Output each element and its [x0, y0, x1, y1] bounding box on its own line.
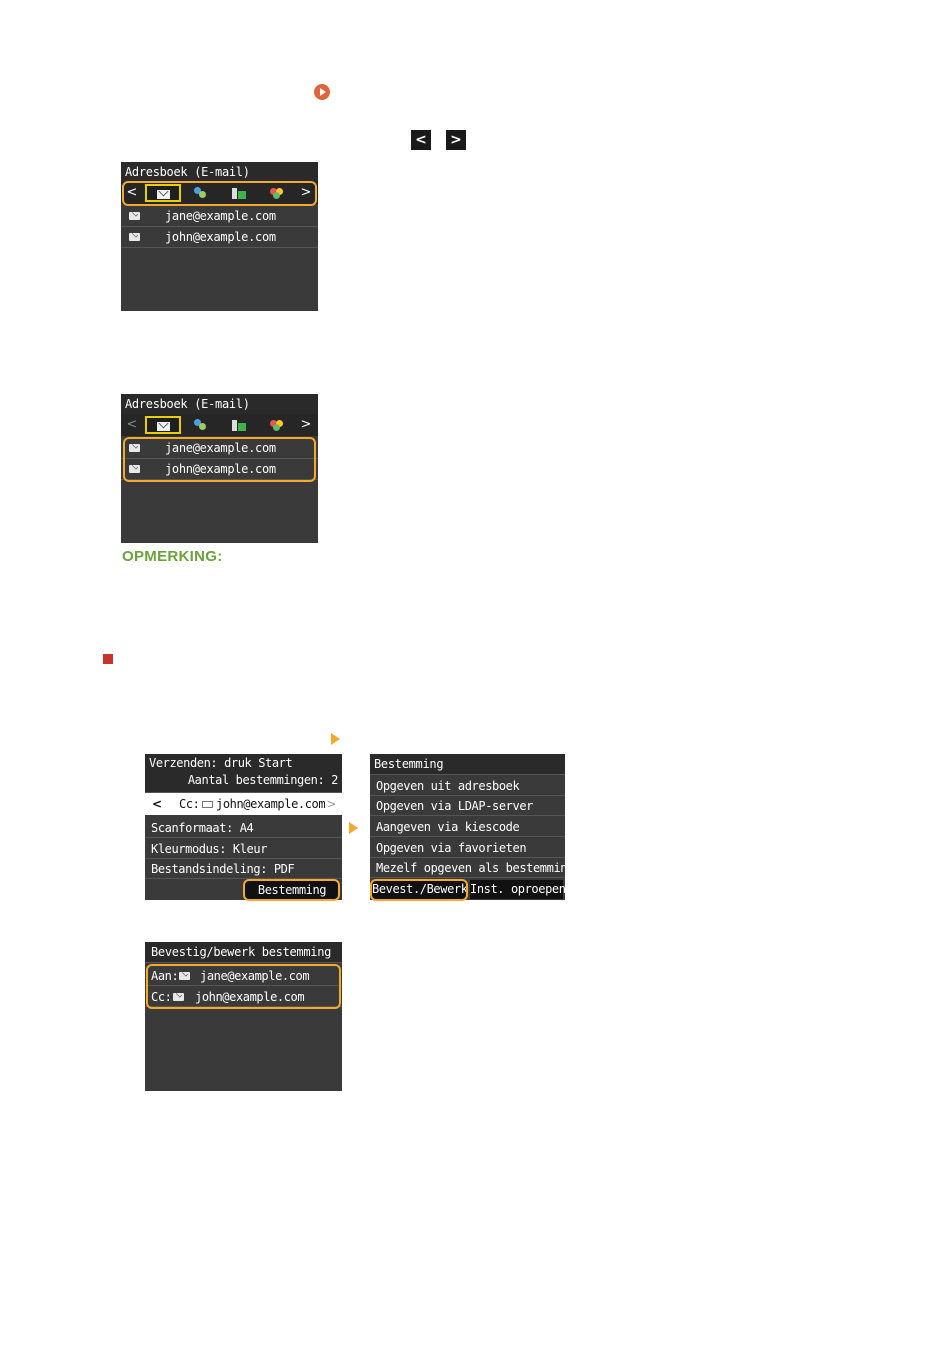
row-value: john@example.com — [195, 990, 305, 1004]
red-square-bullet — [103, 654, 113, 664]
row-value: jane@example.com — [200, 969, 310, 983]
tab-bar: < > — [121, 182, 318, 204]
tab-people[interactable] — [259, 416, 295, 434]
menu-item[interactable]: Aangeven via kiescode — [370, 817, 565, 837]
chevron-right-icon: > — [446, 130, 466, 150]
send-header: Verzenden: druk Start Aantal bestemminge… — [145, 754, 342, 793]
screen-title: Adresboek (E-mail) — [121, 394, 318, 415]
dest-next-button[interactable]: > — [326, 797, 336, 811]
confirm-destination-screen: Bevestig/bewerk bestemming Aan: jane@exa… — [145, 942, 342, 1091]
address-entry[interactable]: john@example.com — [121, 459, 318, 480]
fax-icon — [232, 188, 246, 199]
destination-row[interactable]: Cc: john@example.com — [145, 987, 342, 1007]
screen-title: Adresboek (E-mail) — [121, 162, 318, 183]
menu-item[interactable]: Opgeven via LDAP-server — [370, 796, 565, 816]
screen-title: Bevestig/bewerk bestemming — [145, 942, 342, 963]
entry-address: jane@example.com — [165, 441, 276, 455]
play-circle-icon — [314, 84, 330, 100]
tab-email[interactable] — [145, 184, 181, 202]
address-book-screen-2: Adresboek (E-mail) < > jane@example.com … — [121, 394, 318, 543]
menu-item[interactable]: Opgeven uit adresboek — [370, 776, 565, 796]
setting-row[interactable]: Kleurmodus: Kleur — [145, 839, 342, 859]
mail-icon — [129, 233, 140, 241]
note-label: OPMERKING: — [122, 548, 223, 565]
entry-address: john@example.com — [165, 462, 276, 476]
dest-prev-button[interactable]: < — [152, 797, 162, 811]
row-label: Cc: — [151, 990, 172, 1004]
send-status: Verzenden: druk Start — [149, 756, 293, 770]
setting-row[interactable]: Bestandsindeling: PDF — [145, 859, 342, 879]
confirm-edit-button[interactable]: Bevest./Bewerk — [372, 880, 468, 899]
entry-address: john@example.com — [165, 230, 276, 244]
tab-prev-button[interactable]: < — [126, 417, 138, 432]
tab-next-button[interactable]: > — [300, 185, 312, 200]
mail-icon — [156, 190, 170, 199]
address-book-screen-1: Adresboek (E-mail) < > jane@example.com … — [121, 162, 318, 311]
tab-fax[interactable] — [221, 416, 257, 434]
people-icon — [270, 419, 284, 431]
row-label: Aan: — [151, 969, 179, 983]
setting-row[interactable]: Scanformaat: A4 — [145, 818, 342, 838]
tab-group[interactable] — [183, 416, 219, 434]
menu-item[interactable]: Mezelf opgeven als bestemming — [370, 858, 565, 878]
mail-icon — [202, 801, 213, 808]
mail-icon — [173, 993, 184, 1001]
entry-address: jane@example.com — [165, 209, 276, 223]
destination-button[interactable]: Bestemming — [245, 881, 339, 899]
menu-item[interactable]: Opgeven via favorieten — [370, 838, 565, 858]
chevron-left-icon: < — [411, 130, 431, 150]
dest-label: Cc: — [179, 797, 200, 811]
tab-email[interactable] — [145, 416, 181, 434]
people-icon — [270, 187, 284, 199]
address-entry[interactable]: john@example.com — [121, 227, 318, 248]
mail-icon — [129, 212, 140, 220]
orange-arrow-icon — [331, 733, 340, 745]
group-icon — [194, 187, 208, 199]
dest-value: john@example.com — [216, 797, 326, 811]
group-icon — [194, 419, 208, 431]
send-screen: Verzenden: druk Start Aantal bestemminge… — [145, 754, 342, 900]
tab-next-button[interactable]: > — [300, 417, 312, 432]
destination-menu-screen: Bestemming Opgeven uit adresboek Opgeven… — [370, 754, 565, 900]
tab-prev-button[interactable]: < — [126, 185, 138, 200]
address-entry[interactable]: jane@example.com — [121, 206, 318, 227]
destination-selector[interactable]: < Cc: john@example.com > — [145, 793, 342, 815]
tab-people[interactable] — [259, 184, 295, 202]
tab-group[interactable] — [183, 184, 219, 202]
fax-icon — [232, 420, 246, 431]
destination-row[interactable]: Aan: jane@example.com — [145, 966, 342, 986]
orange-arrow-icon — [349, 822, 358, 834]
tab-fax[interactable] — [221, 184, 257, 202]
mail-icon — [179, 972, 190, 980]
mail-icon — [129, 465, 140, 473]
recall-settings-button[interactable]: Inst. oproepen — [470, 880, 565, 899]
mail-icon — [156, 422, 170, 431]
mail-icon — [129, 444, 140, 452]
address-entry[interactable]: jane@example.com — [121, 438, 318, 459]
screen-title: Bestemming — [370, 754, 565, 775]
destination-count: Aantal bestemmingen: 2 — [187, 773, 339, 787]
tab-bar: < > — [121, 414, 318, 436]
